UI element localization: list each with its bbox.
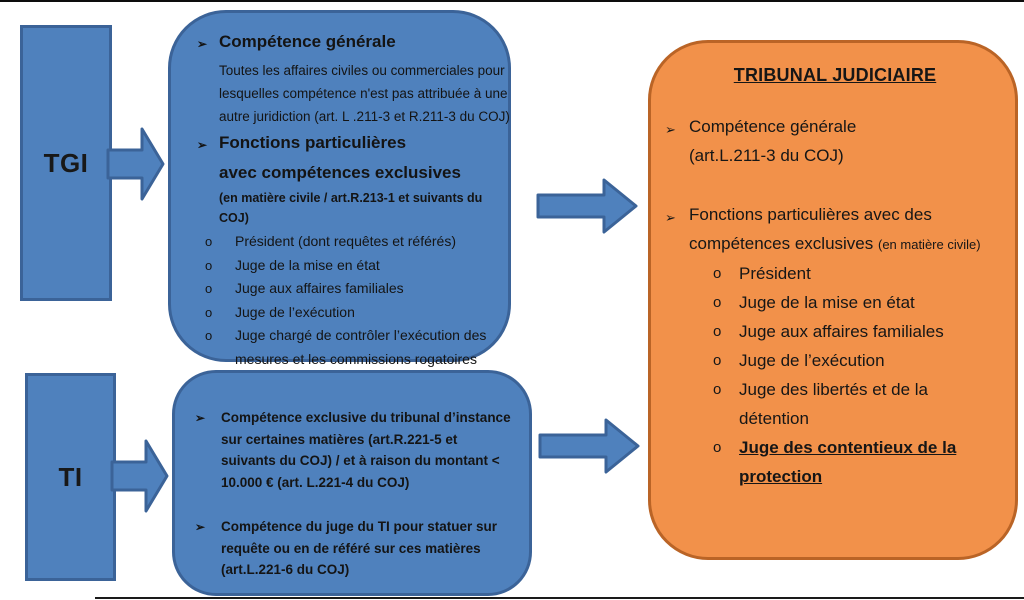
ti-competences-box: ➢ Compétence exclusive du tribunal d’ins…	[172, 370, 532, 596]
arrow-bullet-icon: ➢	[195, 520, 206, 534]
list-item-label: Président	[739, 264, 811, 283]
list-item: o Président	[713, 259, 1005, 288]
arrow-bullet-icon: ➢	[197, 138, 208, 152]
tgi-heading2: Fonctions particulières avec compétences…	[219, 128, 461, 188]
list-item: o Juge des contentieux de la protection	[713, 433, 1005, 491]
tribunal-judiciaire-title: TRIBUNAL JUDICIAIRE	[733, 65, 937, 85]
arrow-tgi-box-to-tj-icon	[536, 178, 638, 234]
tgi-heading2-row: ➢ Fonctions particulières avec compétenc…	[197, 128, 494, 188]
arrow-bullet-icon: ➢	[197, 37, 208, 51]
circle-bullet-icon: o	[713, 381, 722, 398]
tj-item2-row: ➢ Fonctions particulières avec des compé…	[665, 200, 1005, 259]
tj-item2: Fonctions particulières avec des compéte…	[689, 200, 985, 259]
arrow-tgi-to-box-icon	[106, 127, 165, 201]
tj-item1-row: ➢ Compétence générale (art.L.211-3 du CO…	[665, 112, 1005, 170]
circle-bullet-icon: o	[713, 294, 722, 311]
tj-item2-main: Fonctions particulières avec des compéte…	[689, 205, 932, 253]
list-item: o Juge des libertés et de la détention	[713, 375, 1005, 433]
arrow-bullet-icon: ➢	[195, 411, 206, 425]
circle-bullet-icon: o	[205, 234, 213, 249]
tj-item2-small: (en matière civile)	[877, 237, 981, 252]
ti-item2-text: Compétence du juge du TI pour statuer su…	[221, 519, 498, 577]
tgi-general-competence-text: Toutes les affaires civiles ou commercia…	[219, 63, 510, 124]
list-item-label: Juge chargé de contrôler l’exécution des…	[235, 327, 487, 367]
circle-bullet-icon: o	[713, 323, 722, 340]
list-item-label: Juge de l’exécution	[235, 303, 355, 320]
tgi-competences-box: ➢ Compétence générale Toutes les affaire…	[168, 10, 511, 367]
circle-bullet-icon: o	[205, 257, 213, 273]
list-item-label: Juge aux affaires familiales	[739, 322, 944, 341]
tgi-heading2-line2: avec compétences exclusives	[219, 163, 461, 182]
tj-item1-line1: Compétence générale	[689, 117, 857, 136]
ti-item1-row: ➢ Compétence exclusive du tribunal d’ins…	[191, 407, 511, 493]
list-item: o Juge de l’exécution	[713, 346, 1005, 375]
spacer	[665, 170, 1005, 200]
ti-item2-row: ➢ Compétence du juge du TI pour statuer …	[191, 516, 511, 581]
tgi-subnote: (en matière civile / art.R.213-1 et suiv…	[219, 191, 483, 225]
circle-bullet-icon: o	[205, 328, 213, 343]
list-item-label: Juge de la mise en état	[235, 256, 380, 273]
list-item-label: Juge de l’exécution	[739, 351, 885, 370]
tgi-heading2-line1: Fonctions particulières	[219, 133, 407, 152]
circle-bullet-icon: o	[713, 352, 722, 369]
list-item-label: Juge des libertés et de la détention	[739, 380, 929, 428]
list-item-label: Président (dont requêtes et référés)	[235, 233, 457, 249]
tgi-heading1-row: ➢ Compétence générale	[197, 29, 494, 57]
circle-bullet-icon: o	[713, 265, 722, 282]
circle-bullet-icon: o	[205, 304, 213, 320]
arrow-bullet-icon: ➢	[665, 122, 676, 137]
tj-item1-line2: (art.L.211-3 du COJ)	[689, 146, 844, 165]
tribunal-judiciaire-box: TRIBUNAL JUDICIAIRE ➢ Compétence général…	[648, 40, 1018, 560]
page-top-border-line	[0, 0, 1024, 2]
list-item: o Juge aux affaires familiales	[713, 317, 1005, 346]
list-item: o Juge chargé de contrôler l’exécution d…	[197, 324, 494, 371]
tgi-heading1: Compétence générale	[219, 32, 396, 51]
tgi-rectangle: TGI	[20, 25, 112, 301]
tgi-label: TGI	[43, 147, 89, 178]
list-item: o Juge aux affaires familiales	[197, 277, 494, 301]
list-item: o Juge de la mise en état	[197, 254, 494, 278]
tj-item1: Compétence générale (art.L.211-3 du COJ)	[689, 112, 856, 170]
arrow-ti-box-to-tj-icon	[538, 418, 640, 474]
list-item: o Juge de la mise en état	[713, 288, 1005, 317]
list-item: o Président (dont requêtes et référés)	[197, 230, 494, 254]
circle-bullet-icon: o	[205, 281, 213, 296]
arrow-bullet-icon: ➢	[665, 210, 676, 225]
page-bottom-border-line	[95, 597, 1024, 599]
ti-item1-text: Compétence exclusive du tribunal d’insta…	[221, 410, 511, 490]
ti-label: TI	[58, 461, 83, 492]
circle-bullet-icon: o	[713, 439, 722, 456]
ti-rectangle: TI	[25, 373, 116, 581]
tgi-functions-list: o Président (dont requêtes et référés) o…	[197, 230, 494, 371]
arrow-ti-to-box-icon	[110, 439, 169, 513]
list-item-label: Juge aux affaires familiales	[235, 280, 404, 296]
list-item: o Juge de l’exécution	[197, 301, 494, 325]
list-item-label: Juge de la mise en état	[739, 293, 915, 312]
tj-functions-list: o Président o Juge de la mise en état o …	[713, 259, 1005, 491]
list-item-label-juge-contentieux-protection: Juge des contentieux de la protection	[739, 438, 957, 486]
spacer	[191, 493, 511, 516]
